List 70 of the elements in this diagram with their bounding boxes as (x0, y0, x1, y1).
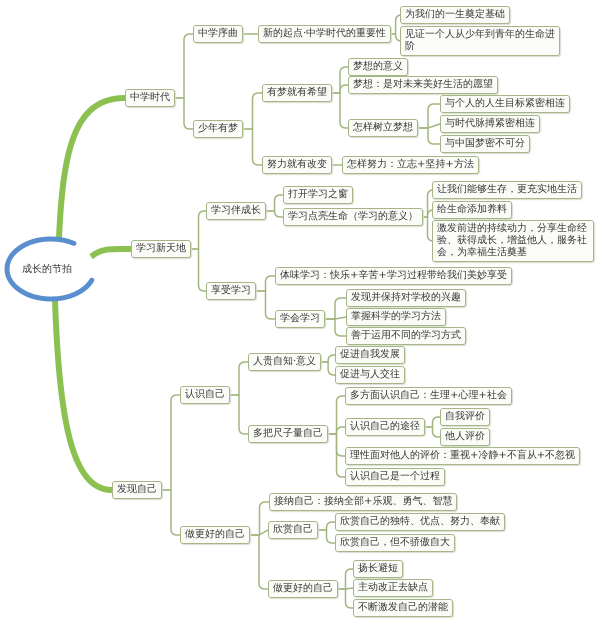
connector-line (249, 534, 269, 590)
topic-box: 为我们的一生奠定基础 (400, 6, 510, 24)
topic-box: 主动改正去缺点 (353, 579, 433, 597)
topic-box: 打开学习之窗 (283, 186, 353, 204)
connector-line (424, 426, 441, 438)
topic-box: 体味学习：快乐+辛苦+学习过程带给我们美妙享受 (275, 267, 512, 285)
topic-box: 自我评价 (440, 408, 490, 426)
topic-box: 发现并保持对学校的兴趣 (346, 289, 466, 307)
topic-box: 他人评价 (440, 428, 490, 446)
topic-box: 做更好的自己 (180, 526, 250, 544)
topic-box: 怎样努力：立志+坚持+方法 (342, 156, 479, 174)
topic-box: 中学序曲 (193, 25, 243, 43)
topic-box: 有梦就有希望 (262, 84, 332, 102)
connector-line (337, 588, 354, 609)
connector-line (331, 164, 343, 166)
topic-box: 梦想的意义 (348, 58, 408, 76)
connector-line (242, 33, 259, 35)
topic-box: 欣赏自己 (268, 521, 318, 539)
central-topic: 成长的节拍 (21, 262, 73, 276)
topic-box: 善于运用不同的学习方式 (346, 327, 466, 345)
topic-box: 中学时代 (125, 89, 175, 107)
connector-line (320, 361, 336, 376)
topic-box: 梦想：是对未来美好生活的愿望 (348, 76, 498, 94)
topic-box: 理性面对他人的评价：重视+冷静+不盲从+不忽视 (345, 447, 580, 465)
connector-line (174, 97, 194, 130)
topic-box: 认识自己是一个过程 (345, 468, 445, 486)
topic-box: 接纳自己：接纳全部+乐观、勇气、智慧 (269, 493, 458, 511)
topic-box: 学会学习 (275, 310, 325, 328)
topic-box: 促进与人交往 (335, 366, 405, 384)
topic-box: 欣赏自己，但不骄傲自大 (335, 534, 455, 552)
topic-box: 认识自己 (180, 386, 230, 404)
connector-line (317, 529, 336, 544)
topic-box: 见证一个人从少年到青年的生命进阶 (400, 26, 560, 56)
connector-line (229, 394, 249, 435)
topic-box: 少年有梦 (193, 120, 243, 138)
connector-line (327, 433, 346, 478)
connector-line (422, 216, 434, 242)
topic-box: 人贵自知·意义 (248, 353, 322, 371)
connector-line (324, 318, 347, 337)
connector-line (390, 33, 402, 42)
connector-line (161, 489, 181, 536)
topic-box: 不断激发自己的潜能 (353, 599, 453, 617)
topic-box: 做更好的自己 (268, 580, 338, 598)
topic-box: 激发前进的持续动力，分享生命经验、获得成长，增益他人，服务社会，为幸福生活奠基 (432, 220, 594, 262)
topic-box: 促进自我发展 (335, 346, 405, 364)
connector-line (255, 290, 276, 320)
topic-box: 多把尺子量自己 (248, 425, 328, 443)
connector-line (265, 210, 284, 218)
topic-box: 新的起点·中学时代的重要性 (258, 25, 392, 43)
topic-box: 学习新天地 (131, 240, 191, 258)
topic-box: 认识自己的途径 (345, 418, 425, 436)
topic-box: 给生命添加养料 (432, 201, 512, 219)
topic-box: 努力就有改变 (262, 156, 332, 174)
topic-box: 发现自己 (112, 481, 162, 499)
connector-line (331, 92, 349, 129)
topic-box: 扬长避短 (353, 560, 403, 578)
topic-box: 与时代脉搏紧密相连 (440, 115, 540, 133)
topic-box: 与个人的人生目标紧密相连 (440, 95, 570, 113)
topic-box: 与中国梦密不可分 (440, 135, 530, 153)
topic-box: 让我们能够生存，更充实地生活 (432, 181, 582, 199)
topic-box: 怎样树立梦想 (348, 119, 418, 137)
connector-line (242, 128, 263, 166)
connector-line (190, 248, 207, 292)
topic-box: 学习点亮生命（学习的意义） (283, 208, 423, 226)
topic-box: 学习伴成长 (206, 202, 266, 220)
connector-line (417, 127, 441, 145)
topic-box: 多方面认识自己：生理+心理+社会 (345, 387, 512, 405)
topic-box: 享受学习 (206, 282, 256, 300)
topic-box: 欣赏自己的独特、优点、努力、奉献 (335, 513, 505, 531)
topic-box: 掌握科学的学习方法 (346, 308, 446, 326)
